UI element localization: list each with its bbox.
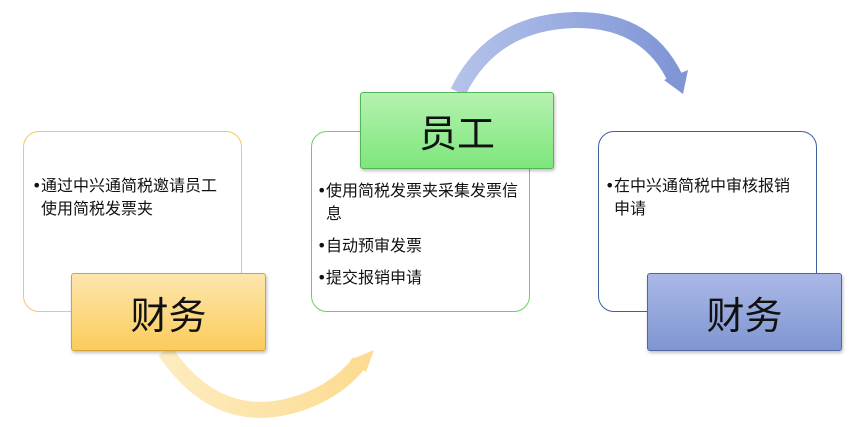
employee-list: 使用简税发票夹采集发票信息 自动预审发票 提交报销申请 bbox=[317, 179, 522, 298]
finance-review-list: 在中兴通简税中审核报销申请 bbox=[605, 174, 805, 229]
arrow-bottom-body bbox=[158, 346, 367, 418]
finance-label-left: 财务 bbox=[71, 273, 266, 351]
list-item: 在中兴通简税中审核报销申请 bbox=[605, 174, 805, 220]
finance-invite-list: 通过中兴通简税邀请员工使用简税发票夹 bbox=[32, 174, 232, 229]
list-item: 通过中兴通简税邀请员工使用简税发票夹 bbox=[32, 174, 232, 220]
list-item: 自动预审发票 bbox=[317, 234, 522, 257]
list-item: 使用简税发票夹采集发票信息 bbox=[317, 179, 522, 225]
employee-label: 员工 bbox=[360, 92, 554, 169]
finance-label-right: 财务 bbox=[647, 273, 842, 351]
arrow-top-body bbox=[450, 11, 684, 96]
arrow-top-head bbox=[664, 70, 688, 94]
arrow-bottom-head bbox=[350, 350, 374, 372]
list-item: 提交报销申请 bbox=[317, 266, 522, 289]
